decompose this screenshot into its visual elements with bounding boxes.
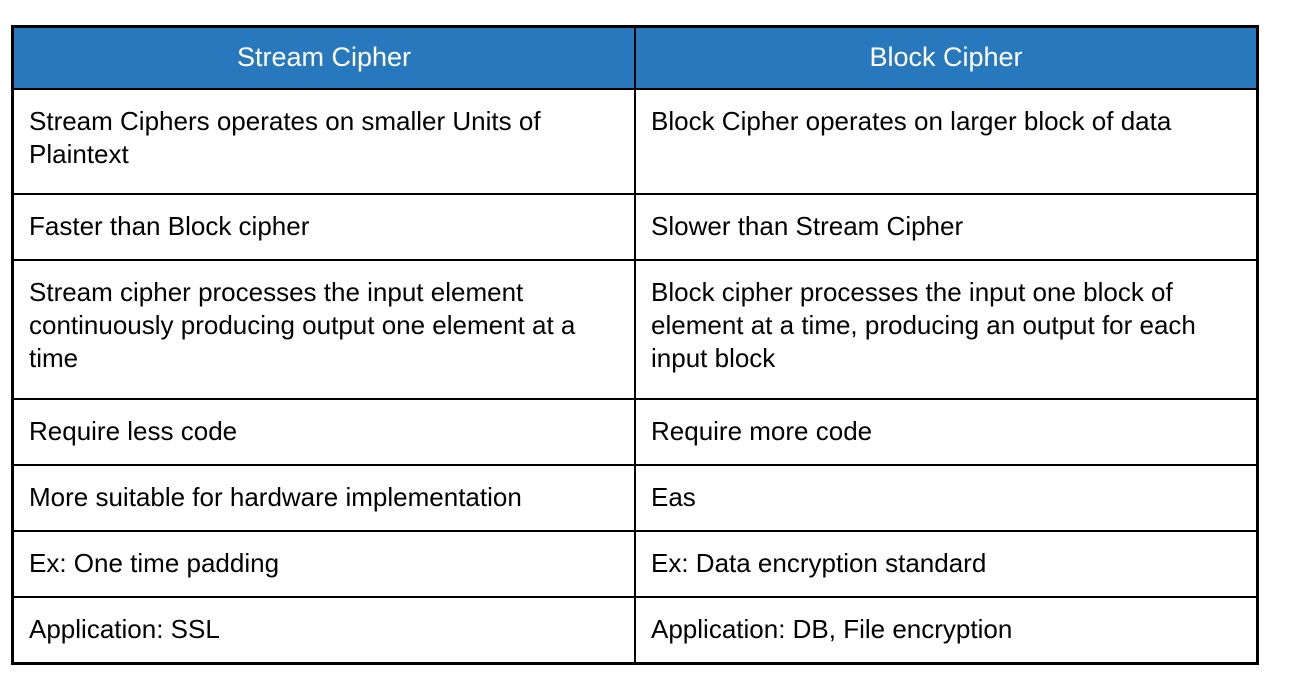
cell-block-example: Ex: Data encryption standard xyxy=(634,529,1259,598)
cell-block-application: Application: DB, File encryption xyxy=(634,595,1259,664)
cipher-comparison-table: Stream Cipher Block Cipher Stream Cipher… xyxy=(11,25,1259,665)
cell-stream-example: Ex: One time padding xyxy=(11,529,636,598)
cell-block-speed: Slower than Stream Cipher xyxy=(634,192,1259,261)
table-row: Application: SSL Application: DB, File e… xyxy=(11,595,1259,664)
cell-block-hardware: Eas xyxy=(634,463,1259,532)
table-row: Stream Ciphers operates on smaller Units… xyxy=(11,87,1259,195)
cell-stream-speed: Faster than Block cipher xyxy=(11,192,636,261)
table-row: More suitable for hardware implementatio… xyxy=(11,463,1259,532)
cell-stream-processing: Stream cipher processes the input elemen… xyxy=(11,258,636,400)
table-row: Stream cipher processes the input elemen… xyxy=(11,258,1259,400)
cell-stream-units: Stream Ciphers operates on smaller Units… xyxy=(11,87,636,195)
cell-stream-hardware: More suitable for hardware implementatio… xyxy=(11,463,636,532)
column-header-stream-cipher: Stream Cipher xyxy=(11,25,636,90)
table-row: Ex: One time padding Ex: Data encryption… xyxy=(11,529,1259,598)
table-row: Require less code Require more code xyxy=(11,397,1259,466)
column-header-block-cipher: Block Cipher xyxy=(634,25,1259,90)
table-row: Faster than Block cipher Slower than Str… xyxy=(11,192,1259,261)
cell-block-code: Require more code xyxy=(634,397,1259,466)
cell-block-units: Block Cipher operates on larger block of… xyxy=(634,87,1259,195)
table-header-row: Stream Cipher Block Cipher xyxy=(11,25,1259,90)
cell-stream-code: Require less code xyxy=(11,397,636,466)
cell-block-processing: Block cipher processes the input one blo… xyxy=(634,258,1259,400)
cell-stream-application: Application: SSL xyxy=(11,595,636,664)
